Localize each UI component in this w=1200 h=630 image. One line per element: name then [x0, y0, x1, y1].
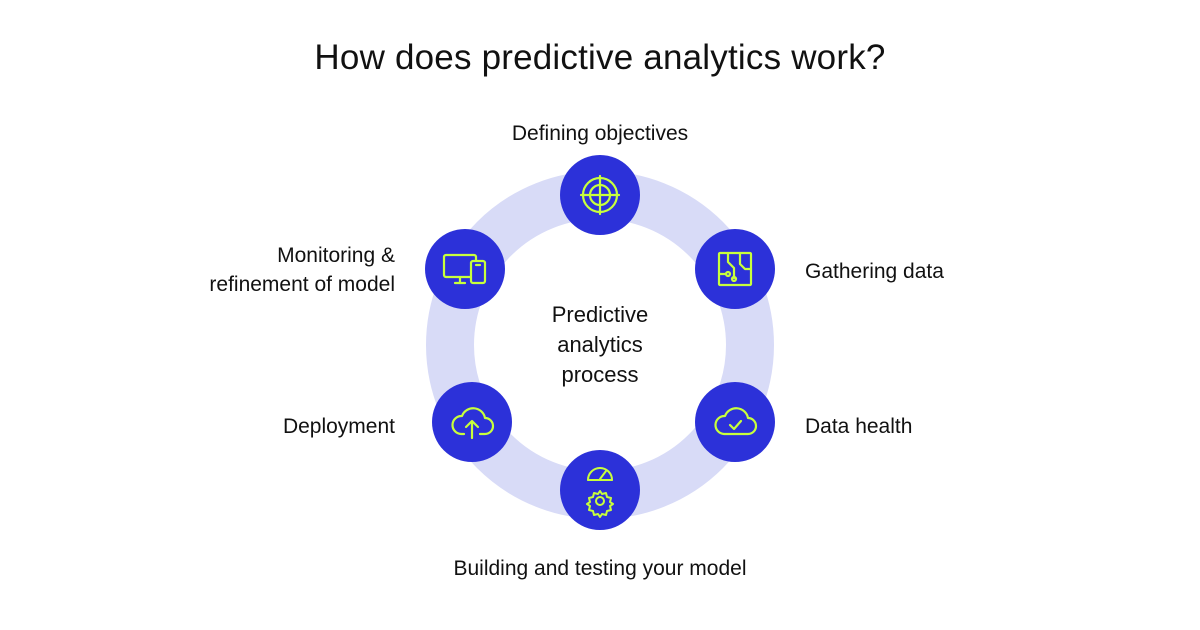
- cloud-check-icon: [714, 407, 758, 436]
- step-node-data-health: [695, 382, 775, 462]
- gauge-gear-icon: [586, 467, 614, 518]
- step-node-gathering-data: [695, 229, 775, 309]
- monitor-phone-icon: [442, 253, 487, 285]
- step-label-defining-objectives: Defining objectives: [511, 122, 689, 145]
- center-label-line: process: [561, 362, 639, 387]
- step-node-deployment: [432, 382, 512, 462]
- target-crosshair-icon: [579, 174, 621, 216]
- step-label-monitoring-line: refinement of model: [209, 273, 395, 296]
- center-label: Predictive analytics process: [500, 300, 700, 390]
- step-label-monitoring-line: Monitoring &: [277, 244, 395, 267]
- center-label-line: Predictive: [551, 302, 649, 327]
- step-label-building-testing: Building and testing your model: [453, 557, 747, 580]
- step-label-data-health: Data health: [805, 415, 913, 438]
- step-node-building-testing: [560, 450, 640, 530]
- cloud-upload-icon: [451, 407, 495, 440]
- circuit-board-icon: [717, 251, 753, 287]
- step-label-deployment: Deployment: [282, 415, 395, 438]
- center-label-line: analytics: [557, 332, 643, 357]
- step-label-gathering-data: Gathering data: [805, 260, 944, 283]
- page-title: How does predictive analytics work?: [314, 38, 886, 77]
- step-label-monitoring: Monitoring & refinement of model: [115, 241, 395, 299]
- step-node-monitoring: [425, 229, 505, 309]
- step-node-defining-objectives: [560, 155, 640, 235]
